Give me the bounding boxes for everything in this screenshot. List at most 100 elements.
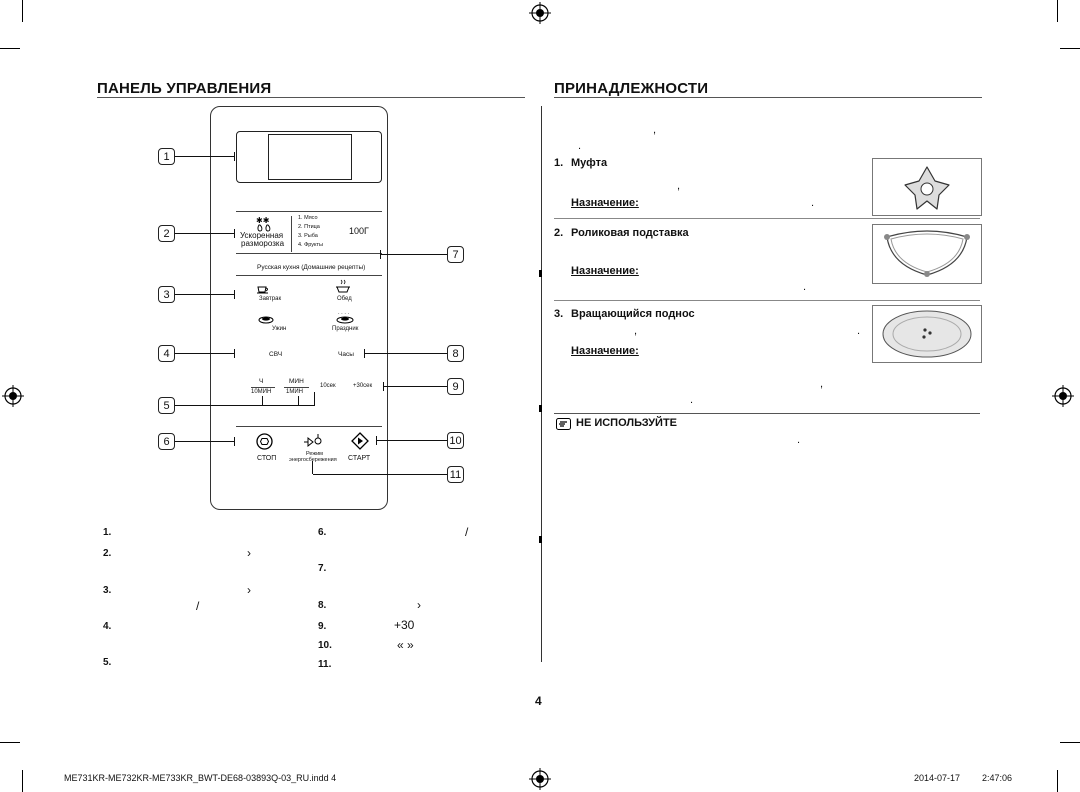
item-name: Роликовая подставка xyxy=(571,227,689,239)
text-fragment: . xyxy=(803,281,807,293)
text-fragment: , xyxy=(634,325,638,337)
callout-11: 11 xyxy=(447,466,464,483)
divider xyxy=(236,253,382,254)
text-fragment: . xyxy=(578,140,582,152)
weight-label: 100Г xyxy=(349,226,369,236)
leader-cap xyxy=(234,290,236,299)
marker xyxy=(539,405,542,412)
legend-num: 1. xyxy=(103,527,112,538)
display-frame xyxy=(236,131,382,183)
leader-cap xyxy=(234,229,236,238)
leader-cap xyxy=(298,396,300,405)
legend-num: 3. xyxy=(103,585,112,596)
roller-ring-icon xyxy=(884,230,970,277)
footer-date: 2014-07-17 xyxy=(914,773,961,783)
clock-label: Часы xyxy=(338,351,354,358)
leader-line xyxy=(175,353,235,355)
legend-num: 8. xyxy=(318,600,327,611)
leader-cap xyxy=(376,436,378,445)
breakfast-icon xyxy=(257,286,268,294)
warning-title: НЕ ИСПОЛЬЗУЙТЕ xyxy=(576,417,678,429)
leader-cap xyxy=(364,349,366,358)
leader-line xyxy=(175,156,235,158)
breakfast-label: Завтрак xyxy=(259,296,282,302)
crop-mark xyxy=(1057,0,1058,22)
stop-icon xyxy=(256,433,273,450)
leader-cap xyxy=(234,152,236,161)
sec30-label: +30сек xyxy=(353,383,373,389)
purpose-label: Назначение: xyxy=(571,345,639,357)
defrost-item: 2. Птица xyxy=(298,224,320,230)
defrost-item: 1. Мясо xyxy=(298,215,318,221)
legend-text: / xyxy=(465,525,469,539)
start-label: СТАРТ xyxy=(348,455,371,462)
legend-text: « » xyxy=(397,638,414,652)
leader-line xyxy=(380,254,447,256)
item-number: 2. xyxy=(554,227,564,239)
divider xyxy=(236,275,382,276)
legend-num: 5. xyxy=(103,657,112,668)
text-fragment: . xyxy=(811,197,815,209)
registration-mark-icon xyxy=(529,768,551,790)
text-fragment: , xyxy=(820,378,824,390)
min10-label: 10МИН xyxy=(251,389,272,395)
leader-line xyxy=(314,392,316,405)
coupler-icon xyxy=(904,166,950,210)
eco-label-2: энергосбережения xyxy=(289,457,337,463)
crop-mark xyxy=(22,770,23,792)
callout-10: 10 xyxy=(447,432,464,449)
text-fragment: , xyxy=(677,180,681,192)
divider xyxy=(251,387,275,388)
svg-text:✱✱: ✱✱ xyxy=(256,216,270,225)
warning-rule xyxy=(554,413,980,414)
item-number: 3. xyxy=(554,308,564,320)
registration-mark-icon xyxy=(2,385,24,407)
leader-cap xyxy=(234,349,236,358)
item-rule xyxy=(554,218,980,219)
stop-label: СТОП xyxy=(257,455,277,462)
dinner-icon xyxy=(258,316,274,324)
footer-filename: ME731KR-ME732KR-ME733KR_BWT-DE68-03893Q-… xyxy=(64,773,337,783)
registration-mark-icon xyxy=(529,2,551,24)
leader-line xyxy=(175,405,315,407)
purpose-label: Назначение: xyxy=(571,265,639,277)
leader-line xyxy=(175,441,235,443)
leader-line xyxy=(383,386,447,388)
defrost-item: 4. Фрукты xyxy=(298,242,323,248)
text-fragment: . xyxy=(857,325,861,337)
title-rule xyxy=(554,97,982,98)
text-fragment: , xyxy=(653,124,657,136)
dinner-label: Ужин xyxy=(272,326,287,332)
control-panel xyxy=(210,106,388,510)
legend-num: 11. xyxy=(318,659,332,670)
right-section-title: ПРИНАДЛЕЖНОСТИ xyxy=(554,80,709,97)
defrost-label: Ускоренная xyxy=(240,231,284,240)
text-fragment: . xyxy=(797,434,801,446)
callout-1: 1 xyxy=(158,148,175,165)
legend-num: 10. xyxy=(318,640,332,651)
text-fragment: . xyxy=(690,394,694,406)
display-screen xyxy=(268,134,352,180)
coupler-image xyxy=(872,158,982,216)
footer-time: 2:47:06 xyxy=(982,773,1013,783)
crop-mark xyxy=(0,48,20,49)
leader-cap xyxy=(383,382,385,391)
roller-ring-image xyxy=(872,224,982,284)
holiday-label: Праздник xyxy=(332,326,359,332)
legend-text: › xyxy=(247,583,251,597)
recipes-header: Русская кухня (Домашние рецепты) xyxy=(257,264,366,271)
divider xyxy=(284,387,309,388)
svg-text:· · · ·: · · · · xyxy=(338,311,350,317)
item-rule xyxy=(554,300,980,301)
legend-num: 6. xyxy=(318,527,327,538)
legend-text: +30 xyxy=(394,618,415,632)
turntable-image xyxy=(872,305,982,363)
leader-cap xyxy=(262,396,264,405)
legend-text: / xyxy=(196,599,200,613)
callout-9: 9 xyxy=(447,378,464,395)
crop-mark xyxy=(1060,48,1080,49)
defrost-item: 3. Рыба xyxy=(298,233,318,239)
leader-line xyxy=(175,233,235,235)
sec10-label: 10сек xyxy=(320,383,336,389)
legend-num: 2. xyxy=(103,548,112,559)
